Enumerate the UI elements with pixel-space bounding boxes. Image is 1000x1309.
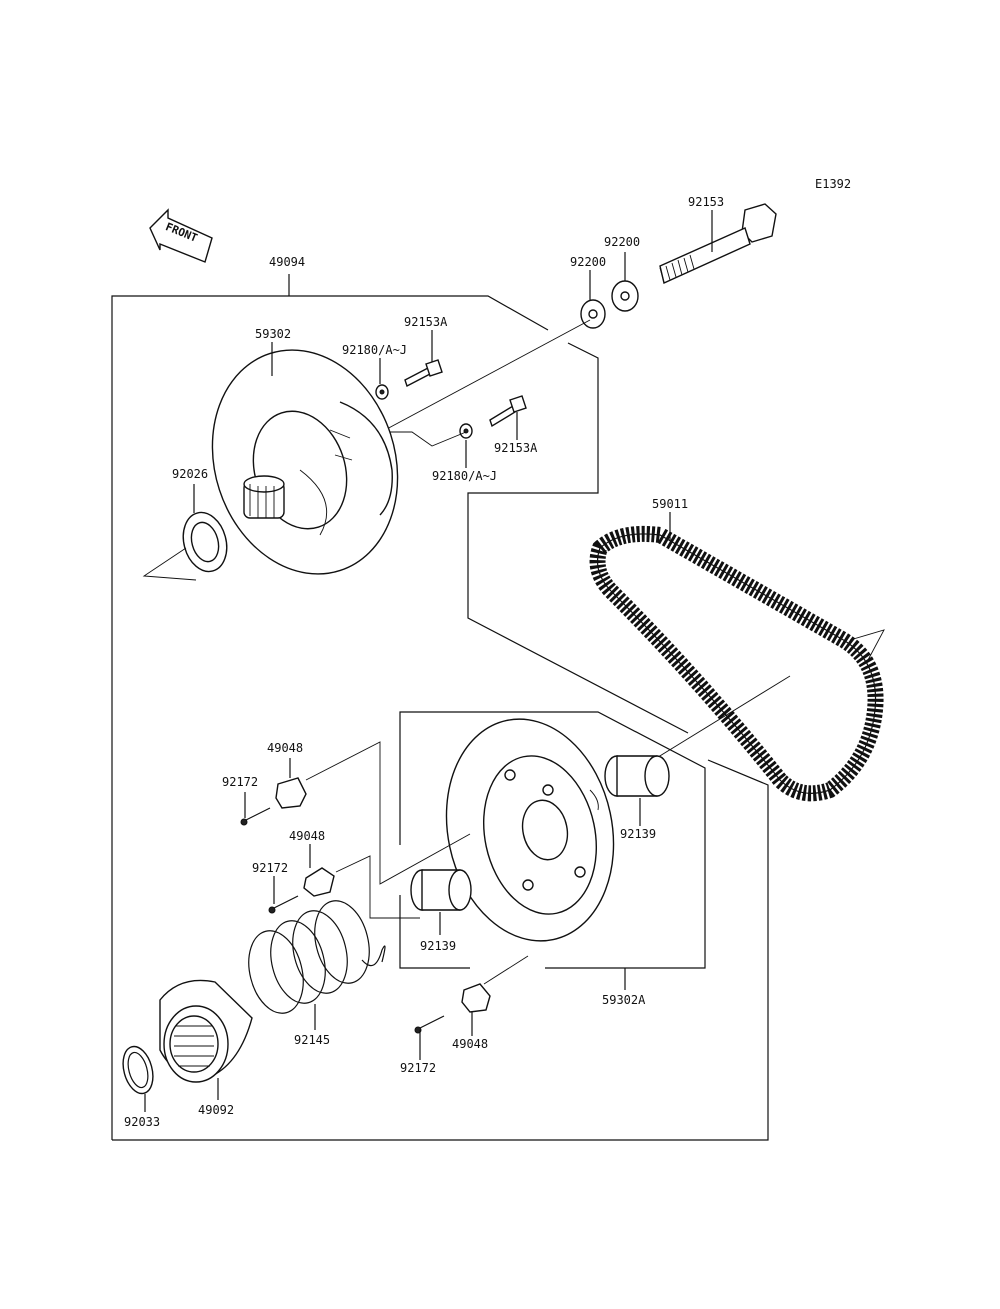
label-92026: 92026 <box>172 467 208 481</box>
bushing-92139-mid <box>410 869 472 911</box>
label-49048-b: 49048 <box>289 829 325 843</box>
label-92200-left: 92200 <box>570 255 606 269</box>
shim-92026 <box>182 511 228 573</box>
circlip-92033 <box>122 1045 154 1095</box>
label-92180-mid: 92180/A~J <box>432 469 497 483</box>
front-arrow-icon: FRONT <box>149 208 213 263</box>
label-49092: 49092 <box>198 1103 234 1117</box>
label-59302: 59302 <box>255 327 291 341</box>
washer-92180-top <box>375 384 389 400</box>
label-92033: 92033 <box>124 1115 160 1129</box>
label-92172-c: 92172 <box>400 1061 436 1075</box>
label-92180-top: 92180/A~J <box>342 343 407 357</box>
label-59302A: 59302A <box>602 993 646 1007</box>
label-49048-c: 49048 <box>452 1037 488 1051</box>
label-92153A-mid: 92153A <box>494 441 538 455</box>
frame-59302A <box>399 711 706 969</box>
washer-92200-left <box>580 299 606 329</box>
axis-line <box>371 319 591 438</box>
label-92153: 92153 <box>688 195 724 209</box>
screw-92172-c <box>414 1015 445 1034</box>
label-59011: 59011 <box>652 497 688 511</box>
bolt-92153 <box>659 203 777 284</box>
label-92153A-top: 92153A <box>404 315 448 329</box>
bolt-92153A-mid <box>489 395 527 428</box>
drive-belt-59011 <box>589 525 884 802</box>
weight-49048-a <box>275 777 307 809</box>
cam-49092 <box>159 979 253 1083</box>
label-92139-mid: 92139 <box>420 939 456 953</box>
label-49094: 49094 <box>269 255 305 269</box>
sheave-59302A <box>445 718 615 942</box>
diagram-code: E1392 <box>815 177 851 191</box>
bolt-92153A-top <box>404 359 443 388</box>
label-92145: 92145 <box>294 1033 330 1047</box>
assembly-frame-49094 <box>111 274 769 1141</box>
label-92200-right: 92200 <box>604 235 640 249</box>
screw-92172-b <box>268 895 299 914</box>
washer-92180-mid <box>459 423 473 439</box>
spring-92145 <box>248 900 386 1014</box>
label-92172-a: 92172 <box>222 775 258 789</box>
screw-92172-a <box>240 807 271 826</box>
label-92172-b: 92172 <box>252 861 288 875</box>
bushing-92139-right <box>604 755 670 797</box>
weight-49048-b <box>303 867 335 897</box>
label-49048-a: 49048 <box>267 741 303 755</box>
label-92139-right: 92139 <box>620 827 656 841</box>
weight-49048-c <box>461 983 491 1013</box>
washer-92200-right <box>611 280 639 312</box>
sheave-59302 <box>211 349 399 575</box>
